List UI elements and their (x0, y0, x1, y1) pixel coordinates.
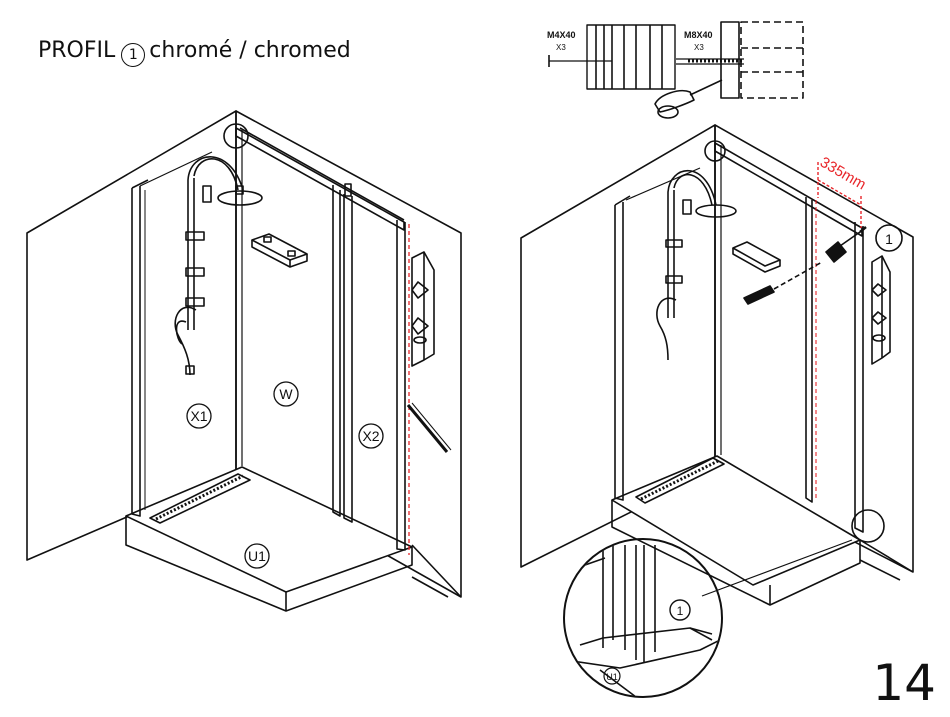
profil-text: chromé / chromed (149, 38, 350, 63)
detail-tray-label: U1 (606, 672, 618, 682)
glass-panel-x2 (344, 184, 405, 550)
screw-a-size: M4X40 (547, 30, 576, 40)
screw-b-qty: X3 (694, 43, 704, 52)
top-profile-left (236, 128, 404, 230)
detail-magnifier (564, 539, 722, 700)
profile-callout-number: 1 (885, 231, 893, 247)
bottom-corner-callout (852, 510, 884, 542)
wall-shelf-module (412, 252, 434, 366)
screwdriver-icon (744, 262, 822, 304)
panel-label-x1: X1 (190, 408, 207, 424)
wall-profile-1 (855, 222, 863, 532)
wall-anchor-icon (655, 80, 722, 118)
panel-label-w: W (279, 386, 293, 402)
glass-panel-w (333, 185, 340, 516)
left-shower-view (27, 111, 461, 611)
profil-label: PROFIL (38, 38, 115, 63)
glass-panel-x1 (132, 152, 212, 516)
hardware-detail (549, 22, 803, 118)
detail-profile-number: 1 (677, 604, 684, 618)
panel-label-x2: X2 (362, 428, 379, 444)
tray-label-u1: U1 (248, 548, 266, 564)
screw-b-size: M8X40 (684, 30, 713, 40)
right-shower-view (521, 125, 913, 605)
right-view-shower-tray (612, 456, 860, 605)
shower-tray (126, 467, 412, 611)
right-view-shower-column (657, 171, 736, 360)
soap-shelf (252, 234, 307, 267)
profil-number-badge: 1 (121, 43, 145, 67)
page-number: 14 (872, 654, 936, 712)
screw-a-qty: X3 (556, 43, 566, 52)
drill-bit-icon (826, 227, 866, 262)
rain-shower-head (218, 191, 262, 205)
shower-column (175, 157, 262, 375)
